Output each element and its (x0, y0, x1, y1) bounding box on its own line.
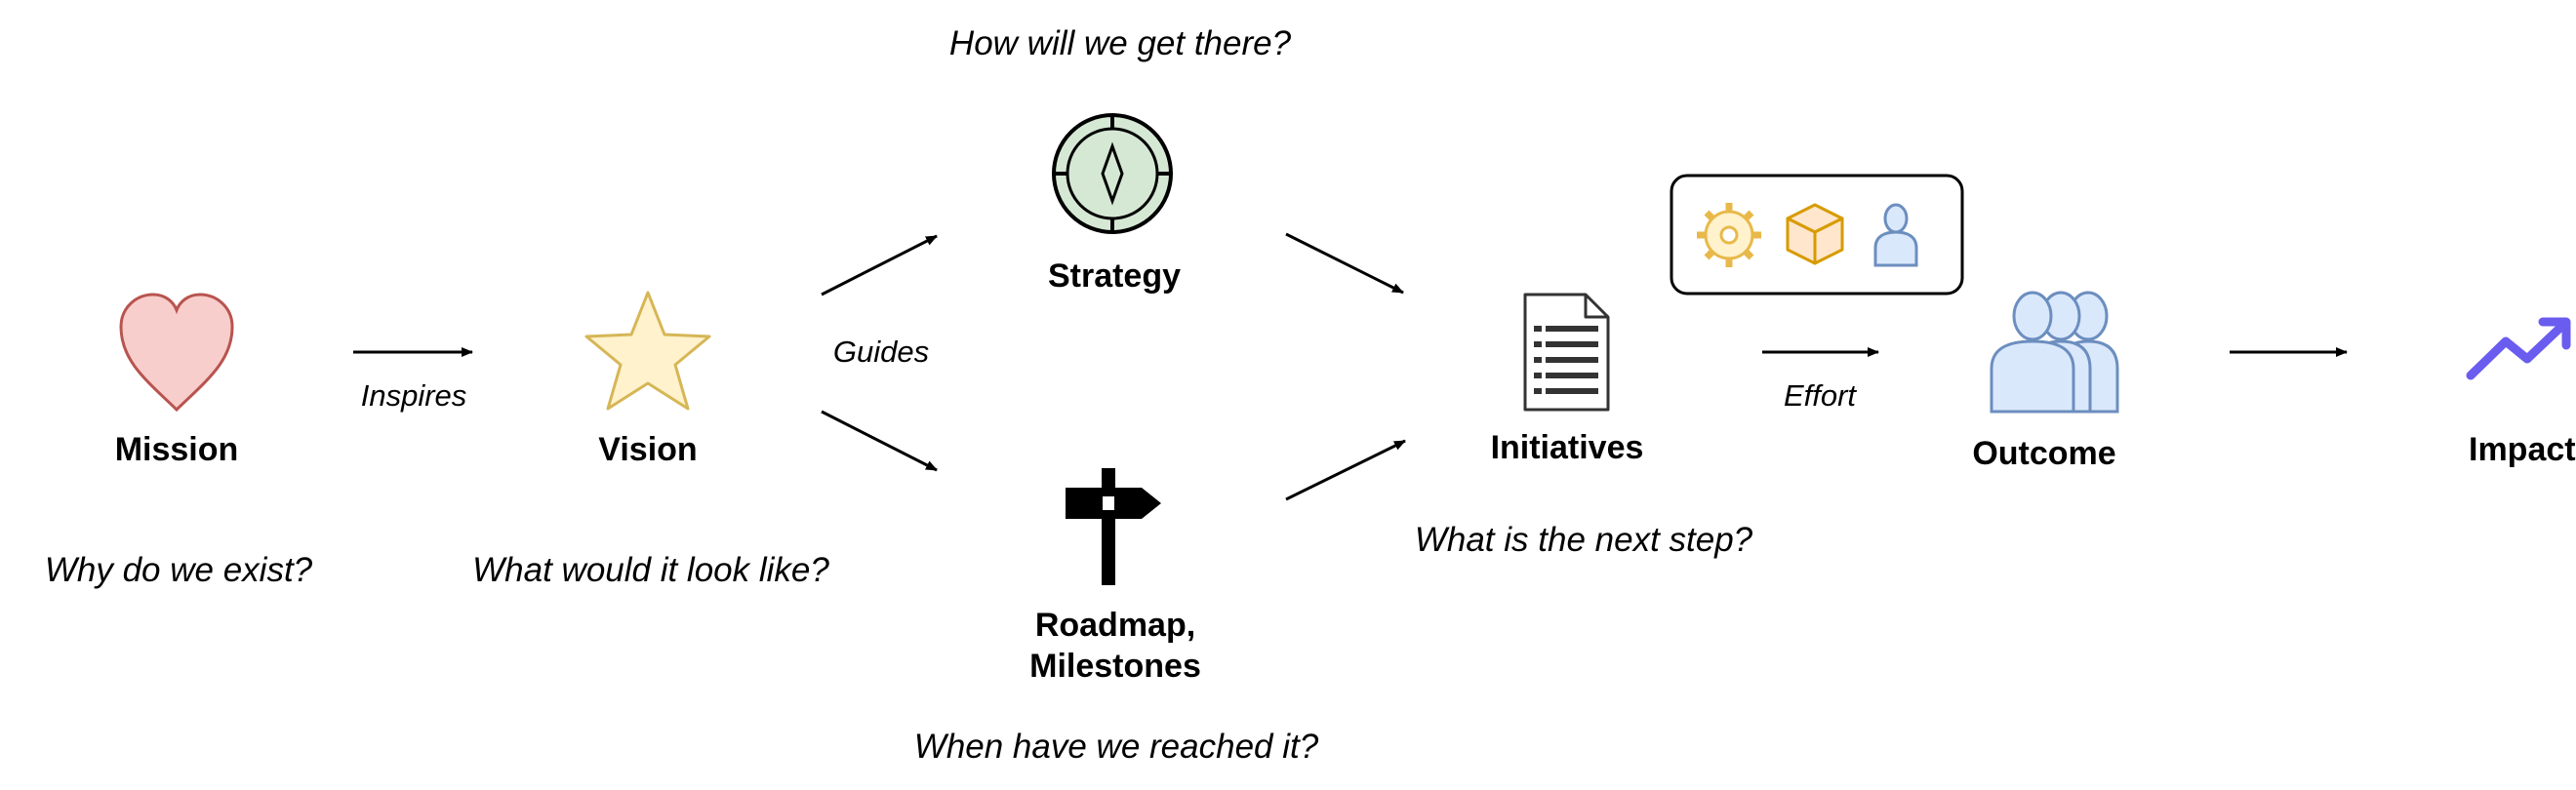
outcome-label: Outcome (1972, 435, 2115, 472)
edge-label-guides: Guides (833, 335, 929, 369)
strategy-label: Strategy (1048, 257, 1181, 295)
vision-label: Vision (598, 431, 697, 468)
impact-label: Impact (2469, 431, 2576, 468)
edge-arrow-strategy-initiatives (1285, 232, 1404, 295)
compass-icon (1052, 113, 1173, 234)
heart-icon (119, 293, 234, 413)
edge-arrow-vision-strategy (821, 234, 938, 296)
mission-label: Mission (115, 431, 239, 468)
effort-resources-box (1670, 174, 1964, 296)
mission-question: Why do we exist? (45, 551, 313, 589)
gear-icon (1697, 203, 1761, 267)
roadmap-label-line1: Roadmap, (1035, 607, 1195, 644)
person-icon (1873, 203, 1918, 267)
vision-question: What would it look like? (472, 551, 829, 589)
star-icon (584, 291, 711, 411)
edge-label-inspires: Inspires (361, 378, 467, 413)
roadmap-label-line2: Milestones (1029, 648, 1201, 685)
document-list-icon (1523, 293, 1610, 412)
trending-up-icon (2466, 317, 2571, 380)
box-icon (1786, 203, 1844, 265)
edge-arrow-vision-roadmap (821, 410, 938, 472)
signpost-icon (1066, 468, 1161, 585)
initiatives-question: What is the next step? (1415, 521, 1753, 559)
edge-label-effort: Effort (1784, 378, 1857, 413)
roadmap-question: When have we reached it? (914, 728, 1319, 766)
initiatives-label: Initiatives (1491, 429, 1644, 466)
strategy-question: How will we get there? (949, 24, 1292, 62)
edge-arrow-roadmap-initiatives (1285, 439, 1406, 501)
user-group-icon (1990, 291, 2119, 414)
